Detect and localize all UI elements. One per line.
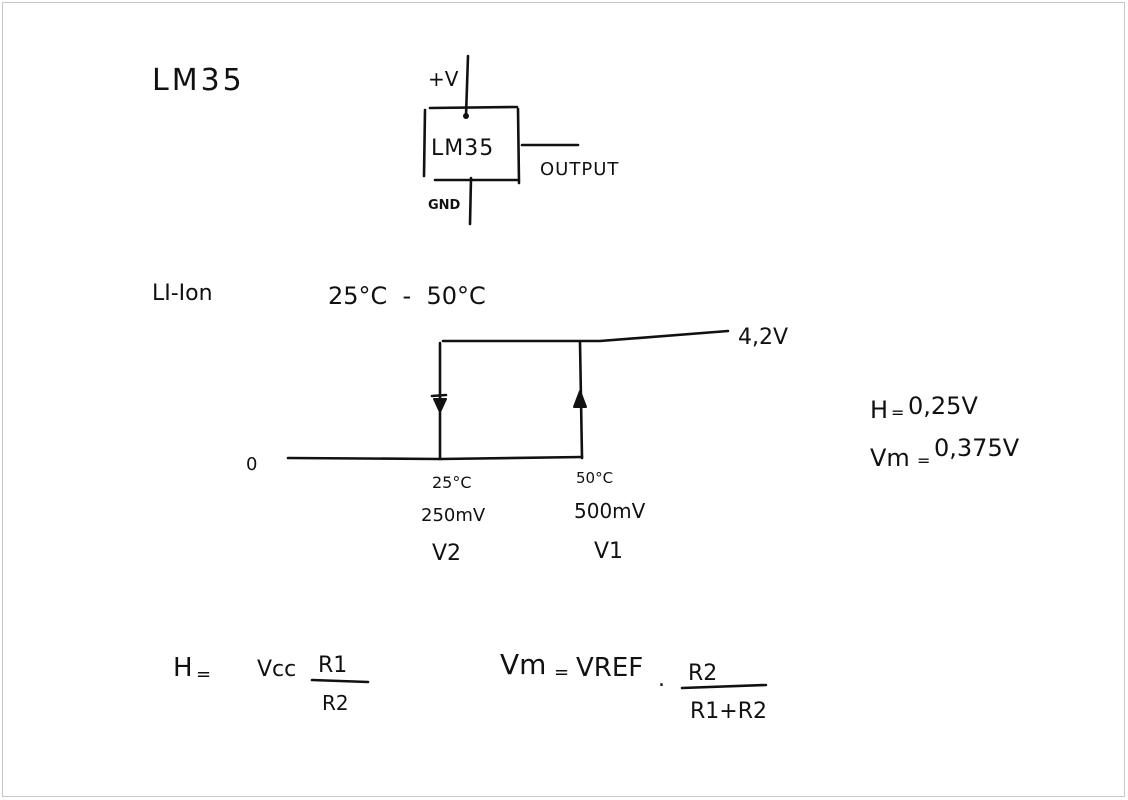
vm-result-value: 0,375V (934, 434, 1020, 462)
formula-vm-factor: VREF (576, 653, 643, 683)
top-rail (441, 329, 730, 343)
formula-h-equals: = (196, 664, 211, 685)
pin-output-label: OUTPUT (540, 159, 619, 180)
bottom-rail (286, 455, 584, 461)
supply-wire (464, 54, 470, 118)
h-result-label: H (870, 396, 888, 424)
ground-wire (468, 176, 473, 226)
formula-h: H = Vcc R1 R2 (173, 653, 370, 715)
formula-h-denominator: R2 (322, 691, 349, 715)
formula-vm: Vm = VREF . R2 R1+R2 (500, 648, 768, 724)
high-point-name: V1 (594, 539, 623, 564)
down-arrow-icon (433, 398, 447, 413)
up-arrow-icon (573, 390, 587, 408)
supply-node (463, 113, 469, 119)
low-voltage-label: 250mV (421, 505, 486, 526)
formula-vm-numerator: R2 (688, 661, 717, 686)
formula-h-lhs: H (173, 653, 193, 683)
pin-ground-label: GND (428, 198, 461, 213)
chip-left-edge (422, 108, 427, 178)
formula-vm-denominator: R1+R2 (690, 699, 767, 724)
window-comparator-sketch: 4,2V 0 25°C 250mV V2 50°C 500mV V1 (246, 325, 788, 566)
formula-h-factor: Vcc (257, 657, 296, 682)
zero-label: 0 (246, 454, 257, 475)
chip-top-edge (428, 105, 519, 110)
formula-h-numerator: R1 (318, 653, 347, 678)
temp-range: 25°C - 50°C (328, 282, 486, 310)
high-temp-label: 50°C (576, 469, 613, 487)
low-point-name: V2 (432, 541, 461, 566)
low-temp-label: 25°C (432, 473, 472, 492)
formula-vm-lhs: Vm (500, 648, 546, 681)
down-arrow-bar (430, 393, 448, 398)
h-result-value: 0,25V (908, 392, 978, 420)
formula-vm-dot: . (658, 667, 665, 692)
chip-right-edge (516, 107, 521, 185)
formula-h-fraction-bar (310, 678, 370, 684)
vm-result-equals: = (917, 451, 930, 470)
chip-label: LM35 (431, 136, 494, 161)
lm35-title: LM35 (152, 63, 245, 98)
formula-vm-equals: = (554, 662, 569, 683)
li-ion-title: LI-Ion (152, 281, 213, 306)
pin-supply-label: +V (428, 67, 459, 91)
supply-label: 4,2V (738, 325, 788, 350)
formula-vm-fraction-bar (680, 683, 768, 690)
high-voltage-label: 500mV (574, 499, 646, 523)
computed-results: H = 0,25V Vm = 0,375V (870, 392, 1020, 472)
lm35-block-diagram: +V LM35 OUTPUT GND (422, 54, 619, 226)
vm-result-label: Vm (870, 444, 910, 472)
h-result-equals: = (891, 403, 904, 422)
